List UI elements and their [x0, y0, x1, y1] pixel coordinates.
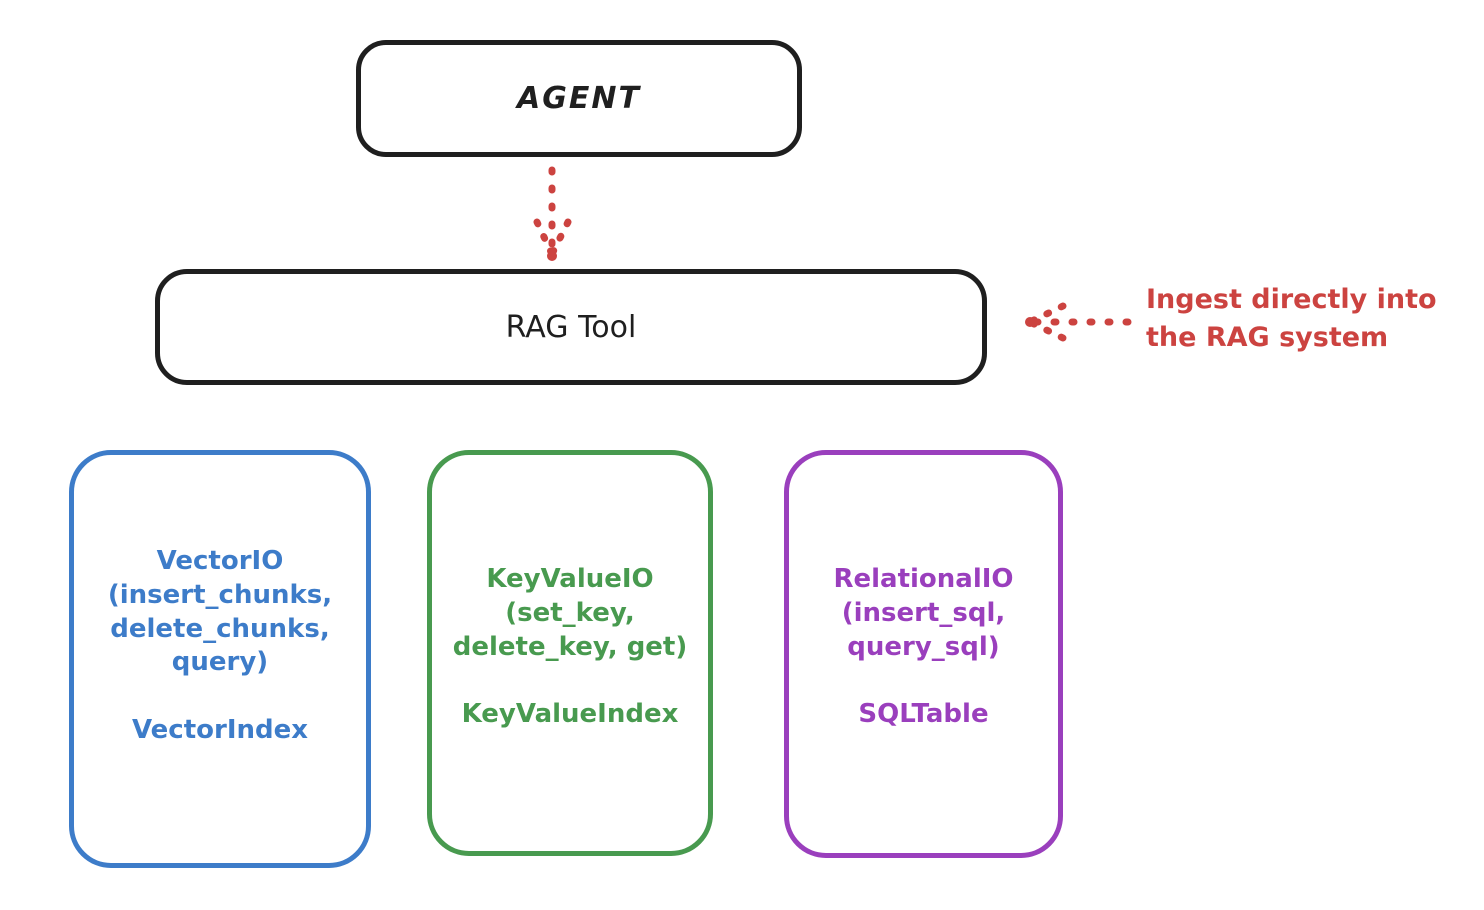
- connector-ingest-arrow: [1025, 302, 1132, 342]
- node-relational-io-label: RelationalIO (insert_sql, query_sql) SQL…: [833, 564, 1014, 730]
- node-rag-tool-label: RAG Tool: [505, 309, 637, 345]
- connector-agent-to-rag-tool: [533, 166, 572, 261]
- node-agent[interactable]: AGENT: [356, 40, 802, 157]
- node-agent-label: AGENT: [517, 81, 641, 116]
- annotation-ingest: Ingest directly into the RAG system: [1146, 284, 1437, 354]
- node-relational-io[interactable]: RelationalIO (insert_sql, query_sql) SQL…: [784, 450, 1063, 858]
- node-key-value-io-label: KeyValueIO (set_key, delete_key, get) Ke…: [452, 564, 688, 730]
- node-vector-io[interactable]: VectorIO (insert_chunks, delete_chunks, …: [69, 450, 371, 868]
- node-rag-tool[interactable]: RAG Tool: [155, 269, 987, 385]
- node-vector-io-label: VectorIO (insert_chunks, delete_chunks, …: [107, 546, 333, 745]
- node-key-value-io[interactable]: KeyValueIO (set_key, delete_key, get) Ke…: [427, 450, 713, 856]
